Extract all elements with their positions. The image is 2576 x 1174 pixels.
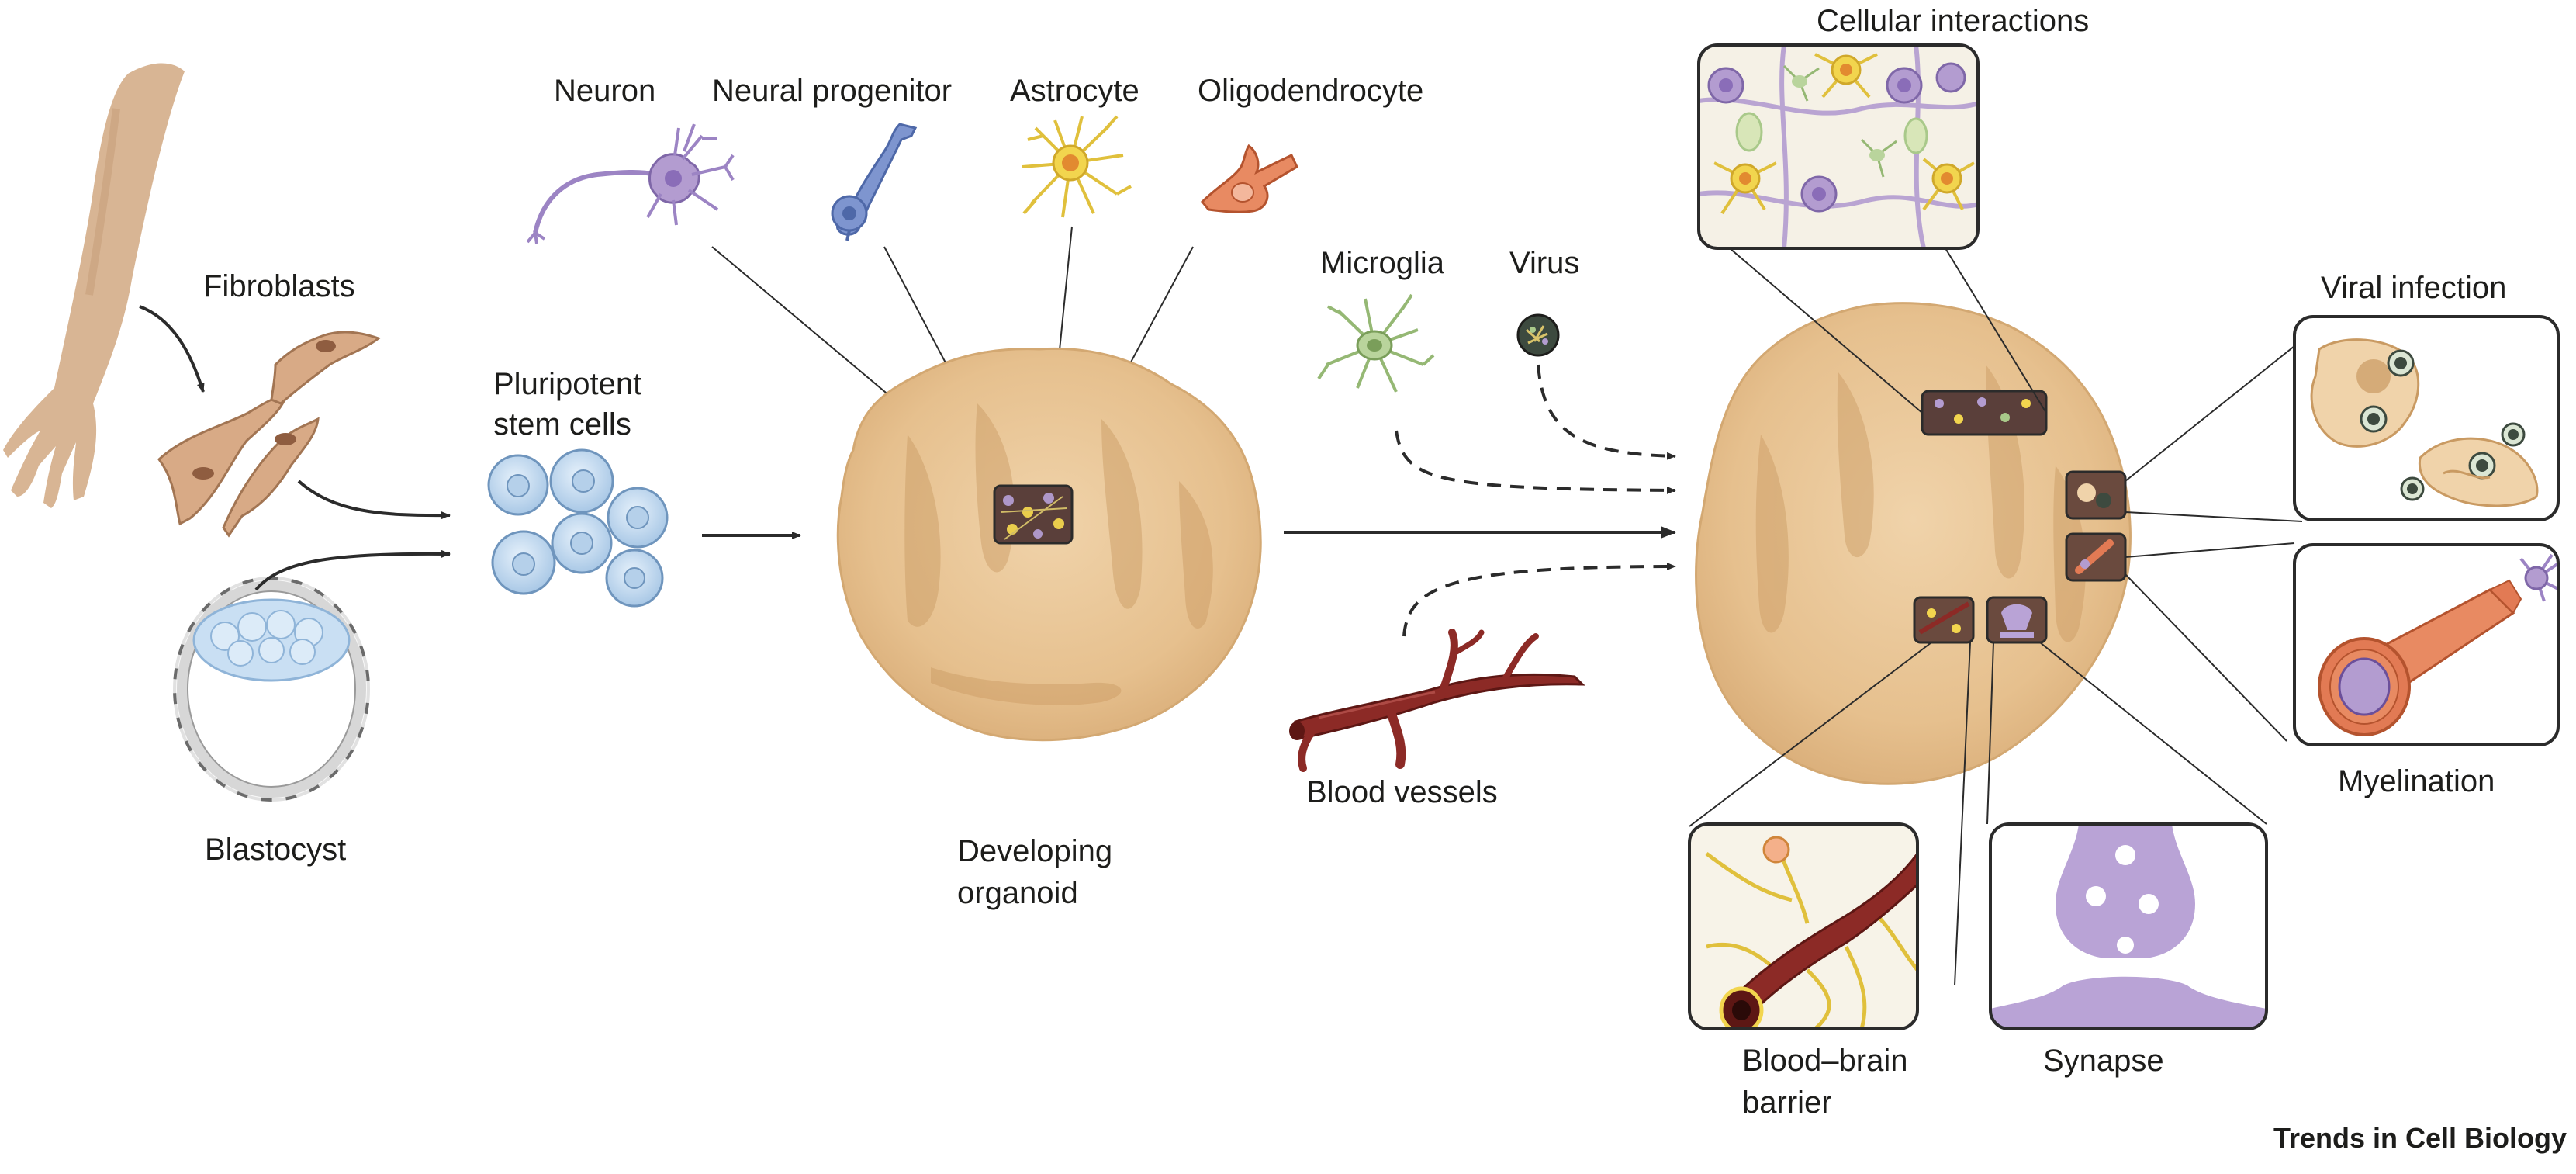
label-viral-infection: Viral infection [2321,271,2507,305]
label-microglia: Microglia [1320,246,1445,280]
label-bbb-line1: Blood–brain [1742,1044,1908,1078]
myelination-callout [2293,543,2560,746]
label-synapse: Synapse [2043,1044,2164,1078]
developing-organoid [836,347,1262,742]
label-pluripotent-line1: Pluripotent [493,367,642,401]
label-neuron: Neuron [554,74,656,108]
arm-to-fibroblast-arrow [139,305,205,393]
blastocyst-to-stem-arrow [254,549,451,591]
oligodendrocyte-cell-icon [1200,144,1298,213]
blood-brain-barrier-callout [1688,822,1919,1030]
cellular-interactions-callout [1697,43,1980,250]
label-oligodendrocyte: Oligodendrocyte [1198,74,1424,108]
blastocyst-illustration [172,576,371,802]
virus-particle-icon [1516,313,1560,357]
label-blood-vessels: Blood vessels [1306,775,1498,809]
arm-shading [85,108,120,296]
label-blastocyst: Blastocyst [205,833,347,867]
vessel-arrow [1402,563,1676,637]
microglia-arrow [1395,430,1676,494]
label-myelination: Myelination [2338,764,2495,798]
human-arm-illustration [3,63,185,509]
label-developing-line2: organoid [957,876,1078,910]
cellular-interactions-hotspot [1921,390,2048,436]
virus-arrow [1537,364,1676,460]
label-developing-line1: Developing [957,834,1113,868]
neuron-cell-icon [526,123,735,244]
neural-progenitor-cell-icon [831,123,918,241]
label-fibroblasts: Fibroblasts [203,269,355,303]
callout-connector-lines [1689,248,2303,986]
fibroblast-cells [157,331,382,538]
viral-infection-hotspot [2065,470,2127,520]
journal-brand: Trends in Cell Biology [2273,1122,2567,1154]
blood-vessels-illustration [1289,629,1585,772]
fibroblast-to-stem-arrow [297,480,451,520]
label-virus: Virus [1509,246,1580,280]
label-bbb-line2: barrier [1742,1086,1832,1120]
astrocyte-cell-icon [1022,115,1132,218]
synapse-callout [1989,822,2268,1030]
microglia-cell-icon [1317,293,1435,393]
viral-infection-callout [2293,315,2560,521]
pluripotent-stem-cells [487,448,669,608]
label-neural-progenitor: Neural progenitor [712,74,953,108]
label-pluripotent-line2: stem cells [493,407,631,442]
cellular-interactions-hotspot-detail [1935,397,2031,424]
mature-organoid [1695,302,2132,785]
label-cellular-interactions: Cellular interactions [1817,4,2090,38]
label-astrocyte: Astrocyte [1010,74,1139,108]
